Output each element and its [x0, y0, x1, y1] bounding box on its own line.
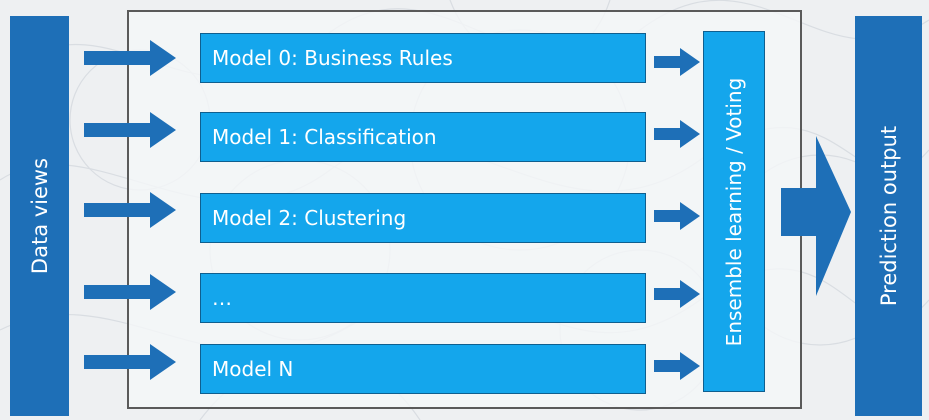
data-views-box: Data views [10, 16, 69, 416]
data-views-label: Data views [27, 157, 52, 275]
model-n-box: Model N [200, 344, 646, 394]
model-1-box: Model 1: Classification [200, 112, 646, 162]
ensemble-voting-label: Ensemble learning / Voting [722, 77, 746, 346]
model-2-box: Model 2: Clustering [200, 193, 646, 243]
model-ellipsis-box: … [200, 273, 646, 323]
model-ellipsis-label: … [212, 286, 232, 310]
model-0-box: Model 0: Business Rules [200, 33, 646, 83]
model-2-label: Model 2: Clustering [212, 206, 407, 230]
prediction-output-label: Prediction output [876, 125, 901, 307]
model-n-label: Model N [212, 357, 294, 381]
ensemble-voting-box: Ensemble learning / Voting [703, 31, 765, 392]
model-1-label: Model 1: Classification [212, 125, 437, 149]
prediction-output-box: Prediction output [855, 16, 922, 416]
model-0-label: Model 0: Business Rules [212, 46, 453, 70]
